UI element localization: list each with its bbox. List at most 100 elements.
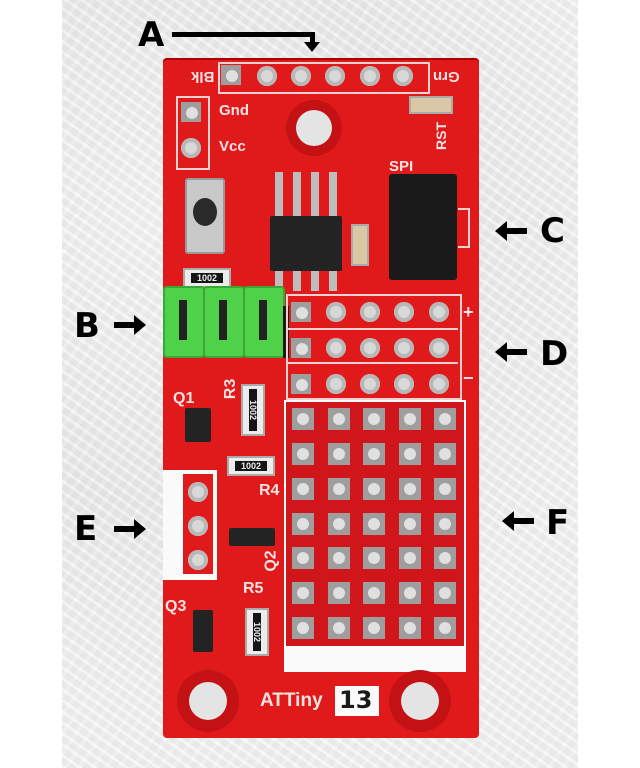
silk-plus: + — [463, 302, 474, 322]
header-e-pin3 — [188, 550, 208, 570]
grid-pad — [286, 472, 322, 507]
mount-hole-right — [389, 670, 451, 732]
header-e-pin2 — [188, 516, 208, 536]
grid-pad — [357, 507, 393, 542]
header-a-pin5 — [360, 66, 380, 86]
callout-e: E — [74, 509, 98, 549]
rail-pad — [326, 338, 346, 358]
resistor-r5: 1002 — [245, 608, 269, 656]
grid-pad — [357, 611, 393, 646]
silk-minus: − — [463, 368, 474, 388]
jumper-3 — [243, 286, 285, 358]
callout-f-arrow — [502, 511, 534, 531]
mount-hole-top — [286, 100, 342, 156]
callout-c: C — [540, 211, 565, 251]
grid-pad — [286, 576, 322, 611]
resistor-top: 1002 — [183, 268, 231, 288]
callout-e-arrow — [114, 519, 146, 539]
hand-label-text: 13 — [339, 686, 373, 714]
spi-header — [389, 174, 457, 280]
grid-pad — [428, 402, 464, 437]
grid-pad — [393, 541, 429, 576]
hand-label: 13 — [335, 686, 379, 716]
callout-b-arrow — [114, 315, 146, 335]
header-a-pin4 — [325, 66, 345, 86]
silk-q1: Q1 — [173, 390, 195, 407]
grid-pad — [286, 402, 322, 437]
silk-r4: R4 — [259, 482, 280, 499]
header-a-pin6 — [393, 66, 413, 86]
rail-divider-1 — [286, 328, 458, 330]
grid-pad — [286, 541, 322, 576]
callout-a-line — [172, 32, 314, 37]
grid-pad — [286, 507, 322, 542]
resistor-r4: 1002 — [227, 456, 275, 476]
attiny13-chip — [270, 216, 342, 271]
header-a-pin2 — [257, 66, 277, 86]
header-e-pin1 — [188, 482, 208, 502]
grid-pad — [428, 541, 464, 576]
silk-gnd: Gnd — [219, 102, 249, 119]
rail-pad — [429, 338, 449, 358]
rails-outline — [286, 294, 462, 400]
rail-pad — [394, 302, 414, 322]
proto-grid — [286, 402, 464, 646]
rail-pad — [291, 374, 311, 394]
callout-d-arrow — [495, 342, 527, 362]
rail-divider-2 — [286, 362, 458, 364]
callout-b: B — [74, 306, 100, 346]
grid-pad — [357, 437, 393, 472]
grid-pad — [393, 437, 429, 472]
silk-r3: R3 — [222, 378, 240, 400]
rail-pad — [429, 302, 449, 322]
smd-capacitor-top — [409, 96, 453, 114]
header-a-pin1 — [221, 65, 241, 85]
grid-pad — [428, 576, 464, 611]
rail-pad — [429, 374, 449, 394]
transistor-q1 — [185, 408, 211, 442]
rail-pad — [291, 302, 311, 322]
callout-f: F — [546, 503, 570, 543]
grid-pad — [393, 472, 429, 507]
grid-pad — [428, 437, 464, 472]
rail-pad — [394, 374, 414, 394]
silk-vcc: Vcc — [219, 138, 246, 155]
silk-title: ATTiny — [260, 690, 323, 711]
jumper-2 — [203, 286, 245, 358]
power-header-outline — [176, 96, 210, 170]
vcc-pin — [181, 138, 201, 158]
rail-pad — [360, 302, 380, 322]
grid-pad — [357, 541, 393, 576]
grid-pad — [357, 576, 393, 611]
silk-spi: SPI — [389, 158, 414, 175]
grid-pad — [322, 541, 358, 576]
grid-pad — [322, 437, 358, 472]
mount-hole-left — [177, 670, 239, 732]
silk-r5: R5 — [243, 580, 264, 597]
pcb-board: Blk Grn Gnd Vcc RST SPI 1002 — [163, 58, 479, 738]
button-cap — [193, 198, 217, 226]
grid-pad — [322, 472, 358, 507]
silk-rst: RST — [433, 122, 449, 150]
reset-button — [185, 178, 225, 254]
silk-grn: Grn — [433, 68, 460, 85]
grid-pad — [428, 611, 464, 646]
rail-pad — [394, 338, 414, 358]
grid-pad — [357, 472, 393, 507]
grid-pad — [428, 472, 464, 507]
callout-a: A — [138, 15, 165, 55]
callout-a-drop — [310, 32, 315, 44]
silk-q2: Q2 — [262, 550, 280, 572]
grid-pad — [286, 611, 322, 646]
callout-c-arrow — [495, 221, 527, 241]
grid-pad — [393, 576, 429, 611]
rail-pad — [291, 338, 311, 358]
silk-blk: Blk — [191, 68, 215, 85]
callout-a-arrowhead — [304, 42, 320, 52]
header-a-pin3 — [291, 66, 311, 86]
callout-d: D — [540, 334, 569, 374]
chip-pins-bottom — [275, 271, 337, 291]
grid-pad — [428, 507, 464, 542]
grid-pad — [393, 507, 429, 542]
spi-notch — [458, 208, 470, 248]
